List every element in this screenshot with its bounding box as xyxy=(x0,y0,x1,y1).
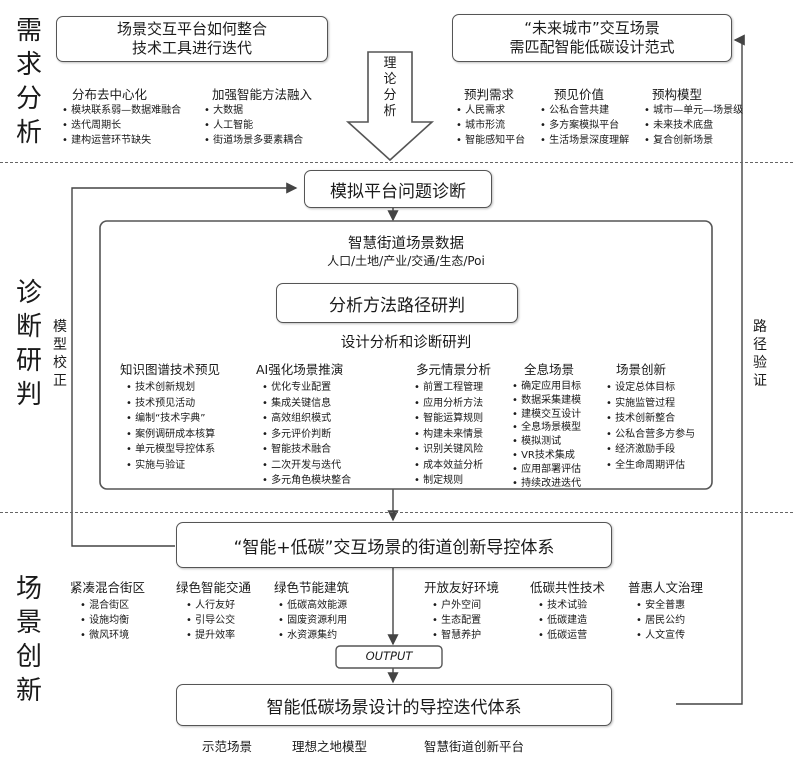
design-analysis-title: 设计分析和诊断研判 xyxy=(340,335,472,351)
platform-diagnosis-box: 模拟平台问题诊断 xyxy=(304,170,492,208)
bottom-label: 理想之地模型 xyxy=(292,739,368,754)
scene-group-title: 紧凑混合街区 xyxy=(70,580,146,595)
diag-group-list: 技术创新规划技术预见活动编制“技术字典” 案例调研成本核算单元模型导控体系实施与… xyxy=(126,380,215,473)
diag-group-title: 知识图谱技术预见 xyxy=(120,362,221,377)
theory-analysis-arrow xyxy=(345,51,435,162)
req-group-title: 分布去中心化 xyxy=(72,87,148,102)
req-group-title: 预判需求 xyxy=(464,87,515,102)
scene-group-list: 户外空间生态配置智慧养护 xyxy=(432,598,481,643)
req-group-list: 公私合营共建多方案模拟平台生活场景深度理解 xyxy=(540,103,629,148)
req-group-list: 城市—单元—场景级未来技术底盘复合创新场景 xyxy=(644,103,743,148)
scene-group-list: 低碳高效能源固废资源利用水资源集约 xyxy=(278,598,347,643)
diag-group-list: 优化专业配置集成关键信息高效组织模式 多元评价判断智能技术融合二次开发与迭代 多… xyxy=(262,380,351,489)
future-city-box: “未来城市”交互场景需匹配智能低碳设计范式 xyxy=(452,14,732,62)
scene-group-title: 绿色节能建筑 xyxy=(274,580,350,595)
req-group-list: 大数据人工智能街道场景多要素耦合 xyxy=(204,103,303,148)
method-analysis-box: 分析方法路径研判 xyxy=(276,283,518,323)
diag-group-title: 场景创新 xyxy=(616,362,667,377)
diag-group-title: AI强化场景推演 xyxy=(256,362,344,377)
diag-group-list: 确定应用目标数据采集建模建模交互设计 全息场景模型模拟测试VR技术集成 应用部署… xyxy=(512,380,581,490)
street-innovation-system-box: “智能+低碳”交互场景的街道创新导控体系 xyxy=(176,522,612,568)
section-divider-1 xyxy=(0,162,793,163)
scene-group-list: 安全普惠居民公约人文宣传 xyxy=(636,598,685,643)
req-group-list: 人民需求城市形流智能感知平台 xyxy=(456,103,525,148)
req-group-title: 预见价值 xyxy=(554,87,605,102)
bottom-label: 示范场景 xyxy=(202,739,253,754)
data-subtitle: 人口/土地/产业/交通/生态/Poi xyxy=(327,254,485,268)
model-correction-line xyxy=(71,182,298,547)
theory-analysis-label: 理论分析 xyxy=(383,56,397,119)
scene-group-title: 普惠人文治理 xyxy=(628,580,704,595)
path-verification-label: 路径验证 xyxy=(753,319,767,389)
req-group-list: 模块联系弱—数据难融合迭代周期长建构运营环节缺失 xyxy=(62,103,181,148)
scene-group-title: 低碳共性技术 xyxy=(530,580,606,595)
scene-group-list: 混合街区设施均衡微风环境 xyxy=(80,598,129,643)
req-group-title: 预构模型 xyxy=(652,87,703,102)
diag-group-list: 设定总体目标实施监管过程技术创新整合 公私合营多方参与经济激励手段全生命周期评估 xyxy=(606,380,695,473)
final-system-box: 智能低碳场景设计的导控迭代体系 xyxy=(176,684,612,726)
output-label: OUTPUT xyxy=(365,649,413,663)
scene-group-title: 开放友好环境 xyxy=(424,580,500,595)
diag-group-title: 多元情景分析 xyxy=(416,362,492,377)
scene-group-list: 技术试验低碳建造低碳运营 xyxy=(538,598,587,643)
path-verify-line xyxy=(676,34,745,705)
diag-group-list: 前置工程管理应用分析方法智能运算规则 构建未来情景识别关键风险成本效益分析 制定… xyxy=(414,380,483,489)
req-group-title: 加强智能方法融入 xyxy=(212,87,313,102)
data-title: 智慧街道场景数据 xyxy=(348,236,464,252)
section-title-innovation: 场景创新 xyxy=(15,574,42,706)
bottom-label: 智慧街道创新平台 xyxy=(424,739,525,754)
scene-group-list: 人行友好引导公交提升效率 xyxy=(186,598,235,643)
section-title-demand: 需求分析 xyxy=(15,16,42,148)
model-correction-label: 模型校正 xyxy=(53,319,67,389)
section-divider-2 xyxy=(0,512,793,513)
diag-group-title: 全息场景 xyxy=(524,362,575,377)
scene-group-title: 绿色智能交通 xyxy=(176,580,252,595)
section-title-diagnosis: 诊断研判 xyxy=(15,278,42,410)
question-box: 场景交互平台如何整合技术工具进行迭代 xyxy=(56,16,328,62)
